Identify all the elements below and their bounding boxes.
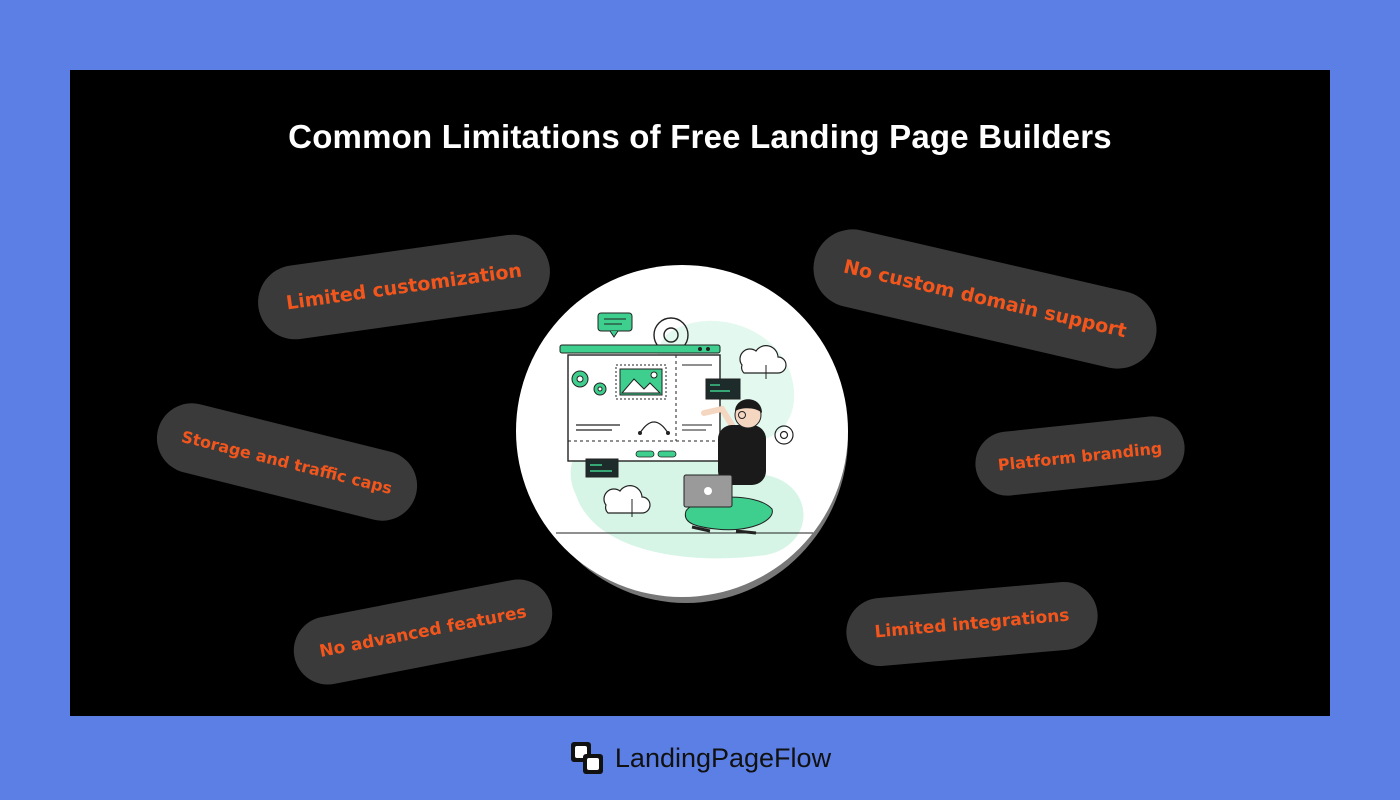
infographic-panel: Common Limitations of Free Landing Page …: [70, 70, 1330, 716]
limitation-pill-integrations: Limited integrations: [843, 579, 1101, 669]
limitation-label: No advanced features: [317, 602, 529, 662]
footer-brand: LandingPageFlow: [0, 738, 1400, 778]
limitation-label: Limited customization: [284, 259, 524, 315]
limitation-label: Storage and traffic caps: [179, 426, 395, 498]
limitation-label: No custom domain support: [841, 255, 1129, 343]
limitation-pill-advanced: No advanced features: [287, 573, 559, 691]
web-designer-illustration: [556, 312, 816, 559]
limitation-label: Limited integrations: [873, 605, 1071, 643]
limitation-pill-storage: Storage and traffic caps: [149, 395, 425, 529]
brand-name: LandingPageFlow: [614, 742, 832, 773]
limitation-label: Platform branding: [996, 437, 1164, 475]
landingpageflow-logo-icon: [570, 742, 603, 774]
illustration-circle: [516, 265, 848, 597]
limitation-pill-domain: No custom domain support: [805, 221, 1165, 377]
page-title: Common Limitations of Free Landing Page …: [288, 118, 1112, 155]
limitation-pill-branding: Platform branding: [972, 413, 1188, 499]
limitation-pill-customization: Limited customization: [253, 229, 555, 345]
